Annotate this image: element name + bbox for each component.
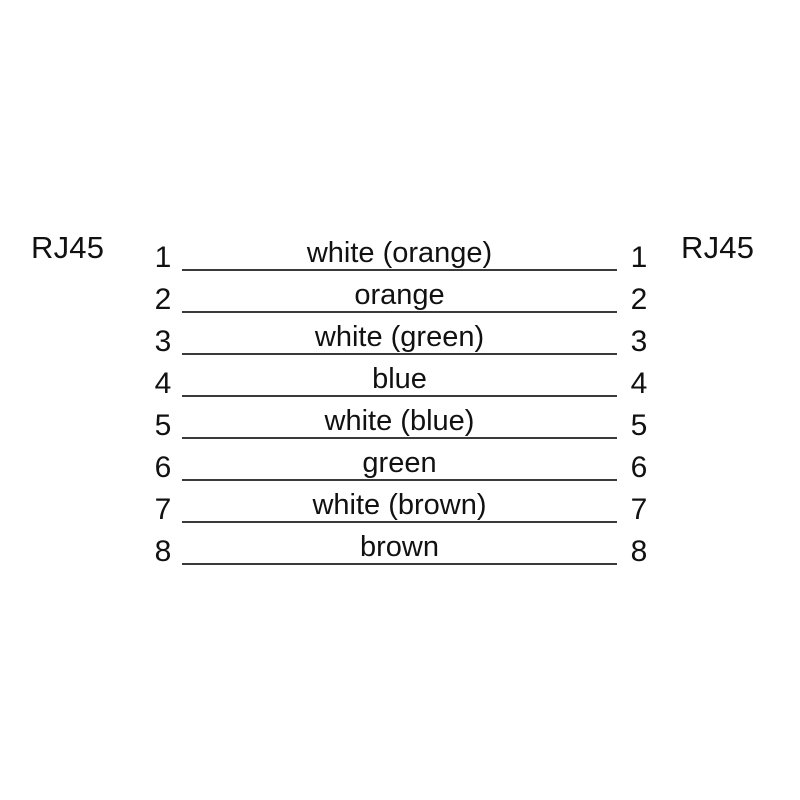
connector-left-label: RJ45 xyxy=(31,230,105,265)
pin-number-right: 1 xyxy=(630,241,648,274)
pin-number-right: 2 xyxy=(630,283,648,316)
wire-color-label: white (blue) xyxy=(324,405,475,437)
pin-number-right: 6 xyxy=(630,451,648,484)
wire-color-label: brown xyxy=(360,531,439,563)
wire-conductor-line xyxy=(182,479,617,481)
wire-row: 3 3 white (green) xyxy=(140,321,660,366)
wire-conductor-line xyxy=(182,521,617,523)
pin-number-left: 2 xyxy=(154,283,172,316)
wire-row: 2 2 orange xyxy=(140,279,660,324)
pin-number-right: 4 xyxy=(630,367,648,400)
wire-conductor-line xyxy=(182,437,617,439)
wire-row: 8 8 brown xyxy=(140,531,660,576)
wire-conductor-line xyxy=(182,395,617,397)
connector-right-label: RJ45 xyxy=(681,230,755,265)
pin-number-left: 8 xyxy=(154,535,172,568)
pin-number-left: 4 xyxy=(154,367,172,400)
pin-number-right: 7 xyxy=(630,493,648,526)
wire-row: 4 4 blue xyxy=(140,363,660,408)
wire-color-label: white (brown) xyxy=(312,489,487,521)
wire-color-label: white (green) xyxy=(314,321,485,353)
wire-color-label: green xyxy=(362,447,437,479)
wire-color-label: orange xyxy=(354,279,445,311)
pin-number-left: 3 xyxy=(154,325,172,358)
wire-row: 5 5 white (blue) xyxy=(140,405,660,450)
wire-conductor-line xyxy=(182,563,617,565)
wire-row: 6 6 green xyxy=(140,447,660,492)
pin-number-right: 5 xyxy=(630,409,648,442)
wire-conductor-line xyxy=(182,353,617,355)
wire-conductor-line xyxy=(182,311,617,313)
pin-number-left: 1 xyxy=(154,241,172,274)
pin-number-right: 8 xyxy=(630,535,648,568)
wire-conductor-line xyxy=(182,269,617,271)
wire-color-label: white (orange) xyxy=(306,237,493,269)
pin-number-left: 6 xyxy=(154,451,172,484)
pin-number-left: 5 xyxy=(154,409,172,442)
pin-number-left: 7 xyxy=(154,493,172,526)
wire-color-label: blue xyxy=(372,363,427,395)
pin-number-right: 3 xyxy=(630,325,648,358)
wire-row: 7 7 white (brown) xyxy=(140,489,660,534)
wire-row: 1 1 white (orange) xyxy=(140,237,660,282)
